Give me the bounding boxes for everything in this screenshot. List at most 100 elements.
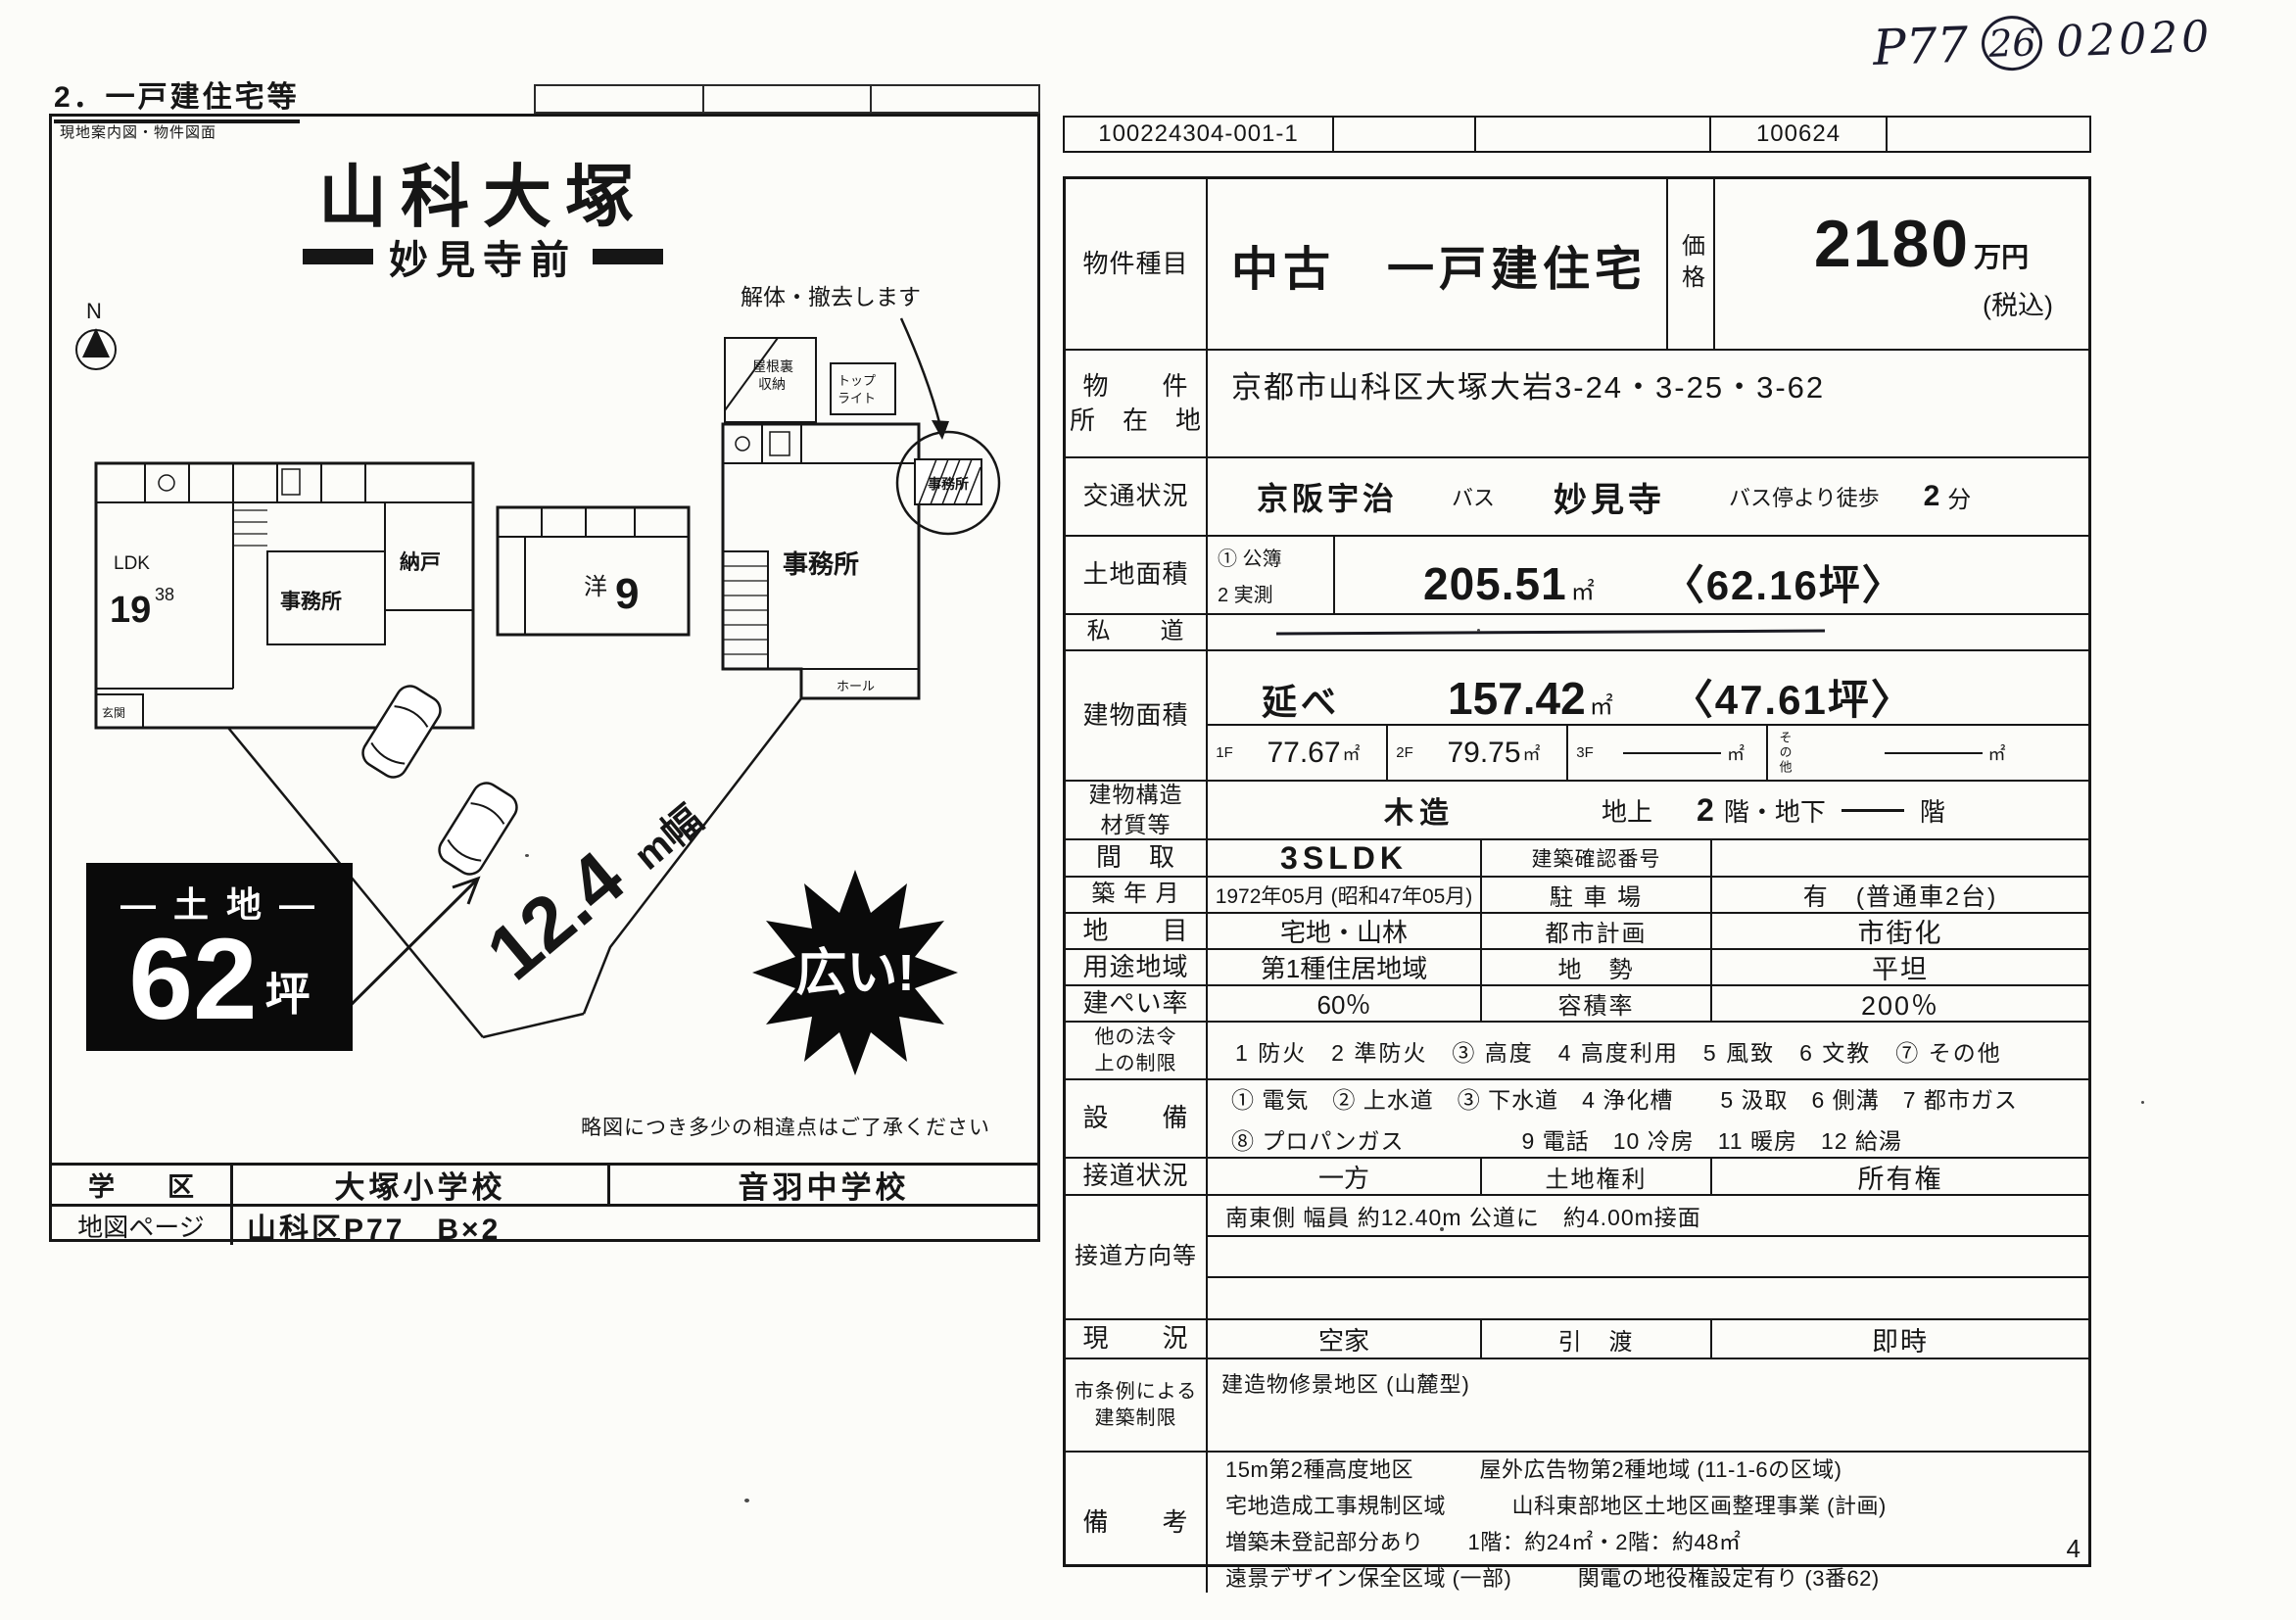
scan-speck xyxy=(2141,1101,2144,1104)
label-handover: 引 渡 xyxy=(1482,1320,1712,1358)
label-text: 価格 xyxy=(1677,232,1704,296)
floor2-label: 2F xyxy=(1396,744,1413,761)
label-price: 価格 xyxy=(1668,179,1715,349)
row-legal-restrictions: 他の法令 上の制限 1 防火 2 準防火 ③ 高度 4 高度利用 5 風致 6 … xyxy=(1066,1023,2088,1080)
facilities-value: ① 電気 ② 上水道 ③ 下水道 4 浄化槽 5 汲取 6 側溝 7 都市ガス … xyxy=(1208,1080,2088,1157)
floor3-unit: ㎡ xyxy=(1727,743,1745,764)
site-boundary-lines xyxy=(227,697,802,1039)
car-icon xyxy=(438,782,518,876)
land-area-tsubo: 〈62.16坪〉 xyxy=(1662,562,1905,608)
map-page-label: 地図ページ xyxy=(52,1207,233,1245)
walk-minutes-unit: 分 xyxy=(1947,486,1972,513)
label-parking: 駐 車 場 xyxy=(1482,878,1712,912)
price-value-cell: 2180 万円 (税込) xyxy=(1715,179,2088,349)
starburst-text: 広い! xyxy=(795,945,914,1002)
hall-label: ホール xyxy=(837,679,875,693)
label-text: 用途地域 xyxy=(1082,951,1189,981)
address-value: 京都市山科区大塚大岩3-24・3-25・3-62 xyxy=(1231,370,1826,405)
elementary-school: 大塚小学校 xyxy=(233,1166,610,1205)
row-layout: 間 取 3SLDK 建築確認番号 xyxy=(1066,840,2088,878)
scan-speck xyxy=(525,854,529,857)
register-type-2: 2 実測 xyxy=(1218,585,1273,606)
page-number: 4 xyxy=(2066,1534,2081,1563)
remarks-line-1: 15m第2種高度地区 屋外広告物第2種地域 (11-1-6の区域) xyxy=(1225,1457,1842,1482)
other-floor-area: ㎡ xyxy=(1801,726,2088,780)
western-room-size: 9 xyxy=(615,570,639,618)
school-district-label: 学 区 xyxy=(52,1166,233,1204)
land-size-badge: ― 土 地 ― 62 坪 xyxy=(86,863,353,1051)
label-transport: 交通状況 xyxy=(1066,458,1208,535)
label-text: その他 xyxy=(1777,731,1793,775)
handwritten-annotation: P77 26 02020 xyxy=(1872,8,2214,76)
row-address: 物 件 所 在 地 京都市山科区大塚大岩3-24・3-25・3-62 xyxy=(1066,351,2088,458)
label-address: 物 件 所 在 地 xyxy=(1066,351,1208,456)
property-drawing-panel: 現地案内図・物件図面 山科大塚 妙見寺前 N 解体・撤去します xyxy=(49,114,1040,1246)
toplight-box: トップ ライト xyxy=(830,362,896,415)
row-structure: 建物構造 材質等 木造 地上 2 階・地下 階 xyxy=(1066,782,2088,840)
office-b-label: 事務所 xyxy=(783,549,859,579)
header-empty-cell xyxy=(1888,118,2089,151)
label-text: 築 年 月 xyxy=(1091,881,1180,908)
label-text: 現 況 xyxy=(1082,1323,1189,1354)
land-area-unit: ㎡ xyxy=(1570,579,1595,605)
structure-material: 木造 xyxy=(1384,797,1455,830)
document-header-row: 100224304-001-1 100624 xyxy=(1063,116,2091,153)
school-district-row: 学 区 大塚小学校 音羽中学校 xyxy=(52,1163,1037,1205)
city-planning-value: 市街化 xyxy=(1857,919,1943,948)
row-coverage: 建ぺい率 60％ 容積率 200％ xyxy=(1066,986,2088,1023)
terrain-value: 平坦 xyxy=(1872,955,1929,984)
label-legal-restrictions: 他の法令 上の制限 xyxy=(1066,1023,1208,1078)
label-text: 上の制限 xyxy=(1094,1052,1177,1074)
label-text: 建ぺい率 xyxy=(1082,987,1189,1018)
private-road-none-line xyxy=(1275,629,1826,636)
road-direction-line-3 xyxy=(1208,1278,2088,1318)
bus-stop: 妙見寺 xyxy=(1554,481,1666,519)
floor2-number: 79.75 xyxy=(1447,736,1521,769)
north-arrow-icon: N xyxy=(75,299,117,370)
road-direction-value: 南東側 幅員 約12.40m 公道に 約4.00m接面 xyxy=(1208,1196,2088,1318)
label-zoning: 用途地域 xyxy=(1066,950,1208,984)
floor1-label: 1F xyxy=(1216,744,1233,761)
legal-restrictions-items: 1 防火 2 準防火 ③ 高度 4 高度利用 5 風致 6 文教 ⑦ その他 xyxy=(1235,1039,2002,1066)
remarks-line-2: 宅地造成工事規制区域 山科東部地区土地区画整理事業 (計画) xyxy=(1225,1494,1887,1518)
label-road-direction: 接道方向等 xyxy=(1066,1196,1208,1318)
label-text: 間 取 xyxy=(1095,842,1175,873)
document-date: 100624 xyxy=(1711,118,1888,151)
header-empty-cell xyxy=(1334,118,1476,151)
attic-label-2: 収納 xyxy=(758,376,786,392)
facilities-line-1: ① 電気 ② 上水道 ③ 下水道 4 浄化槽 5 汲取 6 側溝 7 都市ガス xyxy=(1231,1087,2018,1113)
floor-unit: 階 xyxy=(1919,796,1945,827)
toplight-label-2: ライト xyxy=(837,391,876,405)
office-a-label: 事務所 xyxy=(280,590,342,613)
far-value: 200％ xyxy=(1860,991,1940,1021)
width-unit: m幅 xyxy=(626,798,710,879)
label-structure: 建物構造 材質等 xyxy=(1066,782,1208,838)
remarks-line-3: 増築未登記部分あり 1階：約24㎡・2階：約48㎡ xyxy=(1225,1530,1742,1554)
row-remarks: 備 考 15m第2種高度地区 屋外広告物第2種地域 (11-1-6の区域) 宅地… xyxy=(1066,1453,2088,1593)
structure-value: 木造 地上 2 階・地下 階 xyxy=(1208,782,2088,838)
handwritten-code: 02020 xyxy=(2055,11,2215,68)
floor2-unit: ㎡ xyxy=(1522,743,1541,764)
row-transport: 交通状況 京阪宇治 バス 妙見寺 バス停より徒歩 2 分 xyxy=(1066,458,2088,537)
price-unit: 万円 xyxy=(1974,242,2030,272)
label-ordinance: 市条例による 建築制限 xyxy=(1066,1359,1208,1451)
width-number: 12.4 xyxy=(470,834,640,996)
label-text: 交通状況 xyxy=(1082,481,1189,511)
car-icon xyxy=(361,685,442,779)
rail-line: 京阪宇治 xyxy=(1257,481,1399,516)
parking-value: 有 (普通車2台) xyxy=(1802,882,1998,911)
disclaimer-note: 略図につき多少の相違点はご了承ください xyxy=(581,1117,990,1139)
label-text: 接道方向等 xyxy=(1075,1243,1197,1270)
other-unit: ㎡ xyxy=(1987,743,2006,764)
zoning-value: 第1種住居地域 xyxy=(1208,950,1482,984)
label-text: 設 備 xyxy=(1082,1103,1189,1133)
label-land-rights: 土地権利 xyxy=(1482,1159,1712,1194)
price-number: 2180 xyxy=(1813,207,1971,281)
built-date-value: 1972年05月 (昭和47年05月) xyxy=(1208,878,1482,912)
property-title: 山科大塚 xyxy=(318,159,647,235)
attic-storage-box: 屋根裏 収納 xyxy=(724,337,817,423)
top-strip-cell xyxy=(704,86,873,112)
scan-speck xyxy=(744,1499,749,1502)
label-status: 現 況 xyxy=(1066,1320,1208,1358)
